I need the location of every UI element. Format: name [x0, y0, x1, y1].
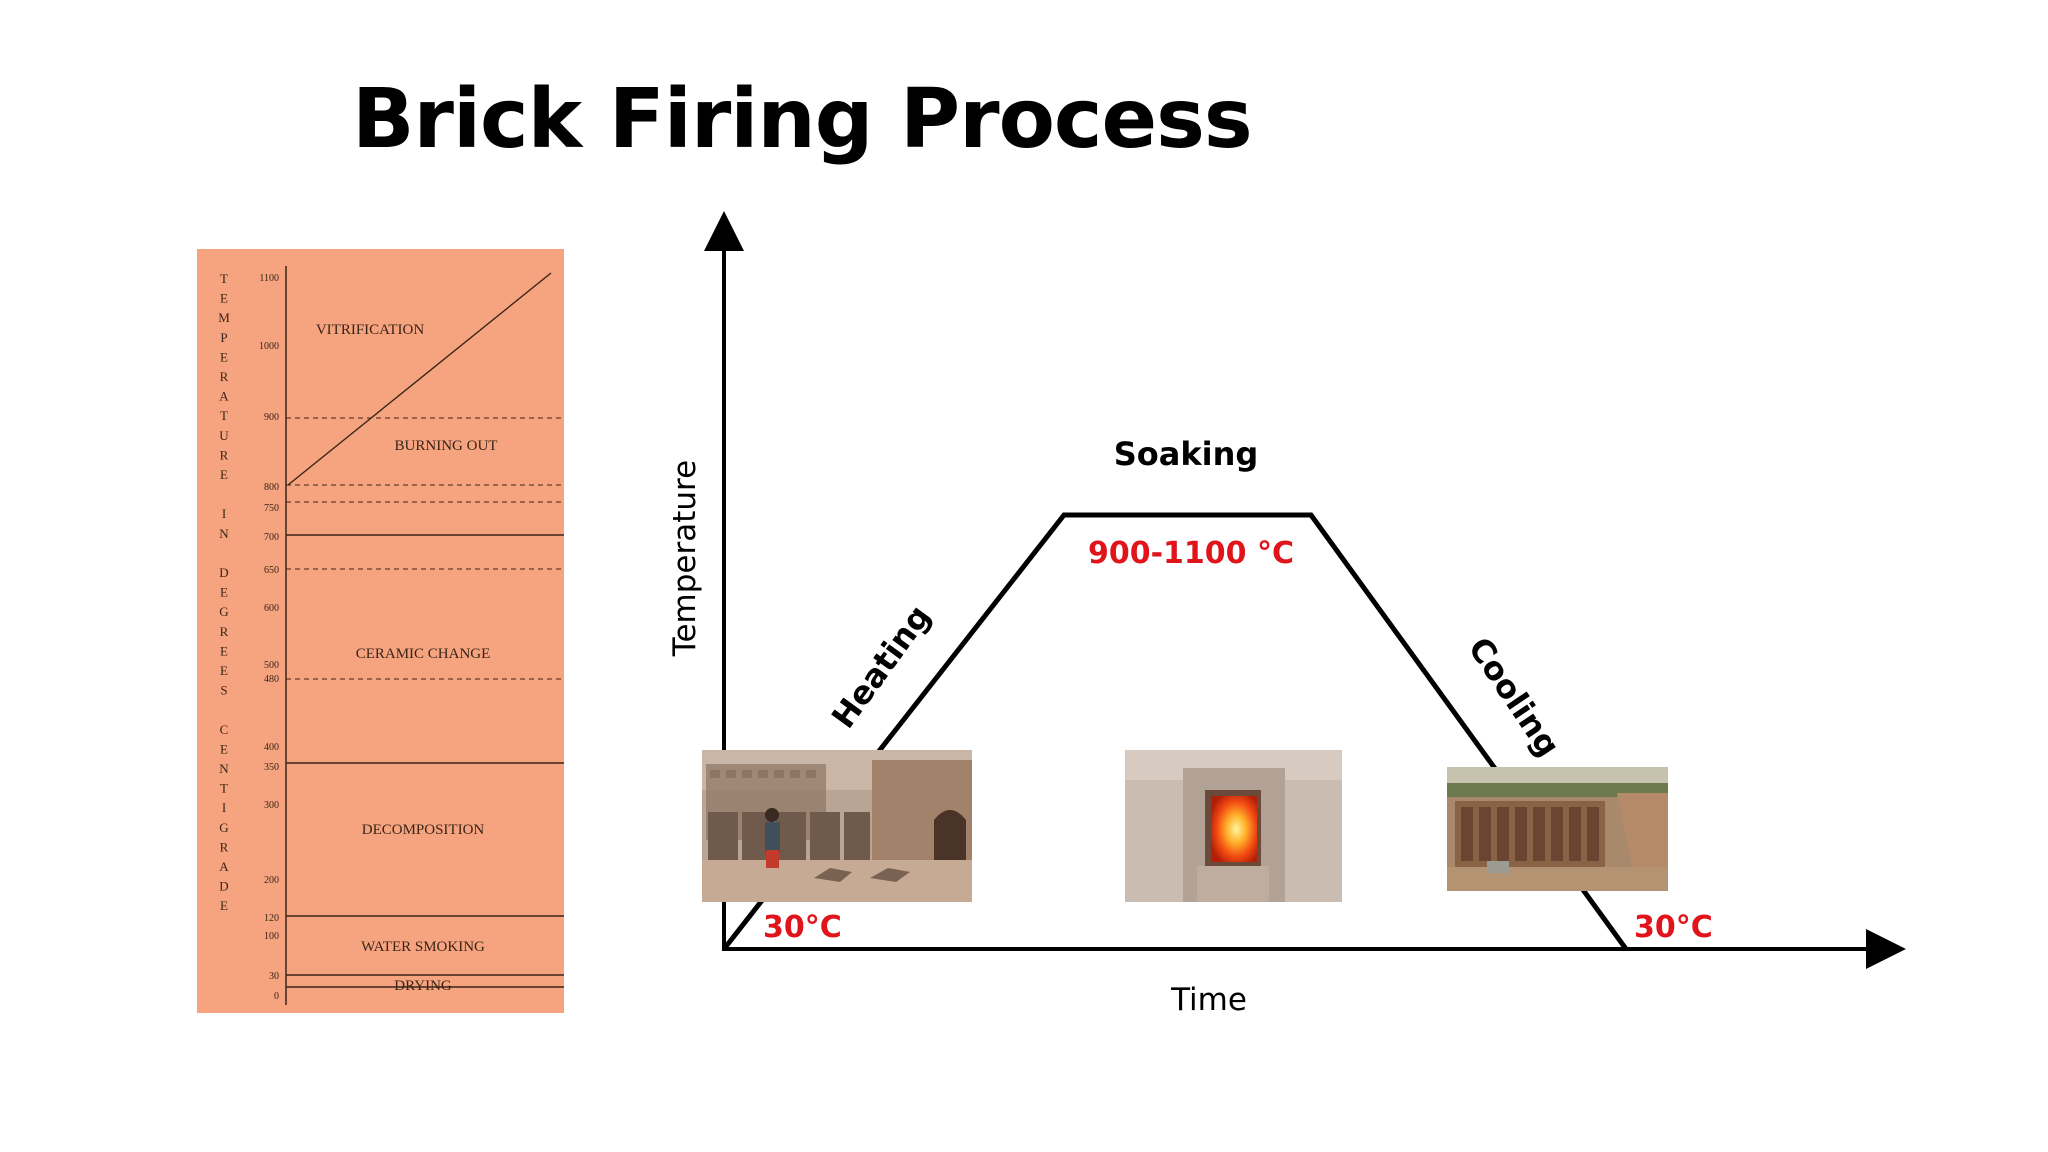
- axis-letter: T: [220, 408, 228, 423]
- tick-label: 400: [264, 742, 279, 753]
- tick-label: 30: [269, 971, 279, 982]
- end-temperature-label: 30°C: [1634, 910, 1713, 945]
- tick-label: 1100: [259, 273, 279, 284]
- axis-letter: G: [219, 604, 228, 619]
- axis-letter: I: [222, 506, 226, 521]
- zone-drying: DRYING: [394, 978, 452, 994]
- axis-letter: U: [219, 428, 229, 443]
- axis-letter: R: [220, 447, 229, 462]
- tick-label: 600: [264, 603, 279, 614]
- tick-label: 750: [264, 503, 279, 514]
- axis-letter: R: [220, 369, 229, 384]
- tick-label: 300: [264, 800, 279, 811]
- axis-letter: E: [220, 291, 228, 306]
- tick-label: 1000: [259, 341, 279, 352]
- cooling-photo: [1447, 767, 1668, 891]
- axis-letter: D: [219, 879, 228, 894]
- axis-letter: A: [219, 389, 229, 404]
- axis-letter: E: [220, 643, 228, 658]
- tick-label: 500: [264, 660, 279, 671]
- axis-letter: D: [219, 565, 228, 580]
- zone-water-smoking: WATER SMOKING: [361, 939, 485, 955]
- heating-photo: [702, 750, 972, 902]
- tick-label: 700: [264, 532, 279, 543]
- zone-decomposition: DECOMPOSITION: [362, 822, 485, 838]
- axis-letter: C: [220, 722, 229, 737]
- axis-letter: N: [219, 761, 229, 776]
- axis-letter: E: [220, 349, 228, 364]
- tick-label: 0: [274, 991, 279, 1002]
- axis-letter: R: [220, 839, 229, 854]
- axis-letter: G: [219, 820, 228, 835]
- soaking-kiln-photo: [1125, 750, 1342, 902]
- tick-label: 120: [264, 913, 279, 924]
- axis-letter: E: [220, 467, 228, 482]
- temperature-profile-line: [722, 512, 1629, 951]
- stage-dividers: [286, 417, 564, 988]
- start-temperature-label: 30°C: [763, 910, 842, 945]
- tick-label: 100: [264, 931, 279, 942]
- axis-letter: T: [220, 271, 228, 286]
- axis-letter: N: [219, 526, 229, 541]
- tick-label: 350: [264, 762, 279, 773]
- axis-letter: E: [220, 585, 228, 600]
- phase-heating-label: Heating: [824, 598, 938, 735]
- slide-title: Brick Firing Process: [352, 72, 1253, 167]
- tick-label: 480: [264, 674, 279, 685]
- phase-soaking-label: Soaking: [1114, 435, 1259, 473]
- tick-label: 200: [264, 875, 279, 886]
- soak-temperature-label: 900-1100 °C: [1088, 536, 1294, 571]
- zone-ceramic-change: CERAMIC CHANGE: [356, 646, 491, 662]
- axis-letter: E: [220, 741, 228, 756]
- tick-label: 800: [264, 482, 279, 493]
- axis-letter: R: [220, 624, 229, 639]
- tick-label: 650: [264, 565, 279, 576]
- axis-letter: E: [220, 663, 228, 678]
- tick-label: 900: [264, 412, 279, 423]
- axis-letter: E: [220, 898, 228, 913]
- axis-letter: A: [219, 859, 229, 874]
- y-axis-label: Temperature: [667, 460, 703, 657]
- zone-vitrification: VITRIFICATION: [316, 322, 424, 338]
- temperature-ticks: 1100100090080075070065060050048040035030…: [259, 273, 279, 1002]
- vitrification-trend-line: [287, 272, 552, 486]
- axis-letter: I: [222, 800, 226, 815]
- zone-burning-out: BURNING OUT: [395, 438, 498, 454]
- axis-letter: M: [218, 310, 230, 325]
- x-axis-label: Time: [1170, 982, 1247, 1018]
- axis-letter: P: [220, 330, 227, 345]
- axis-letter: T: [220, 781, 228, 796]
- axis-letter: S: [220, 683, 227, 698]
